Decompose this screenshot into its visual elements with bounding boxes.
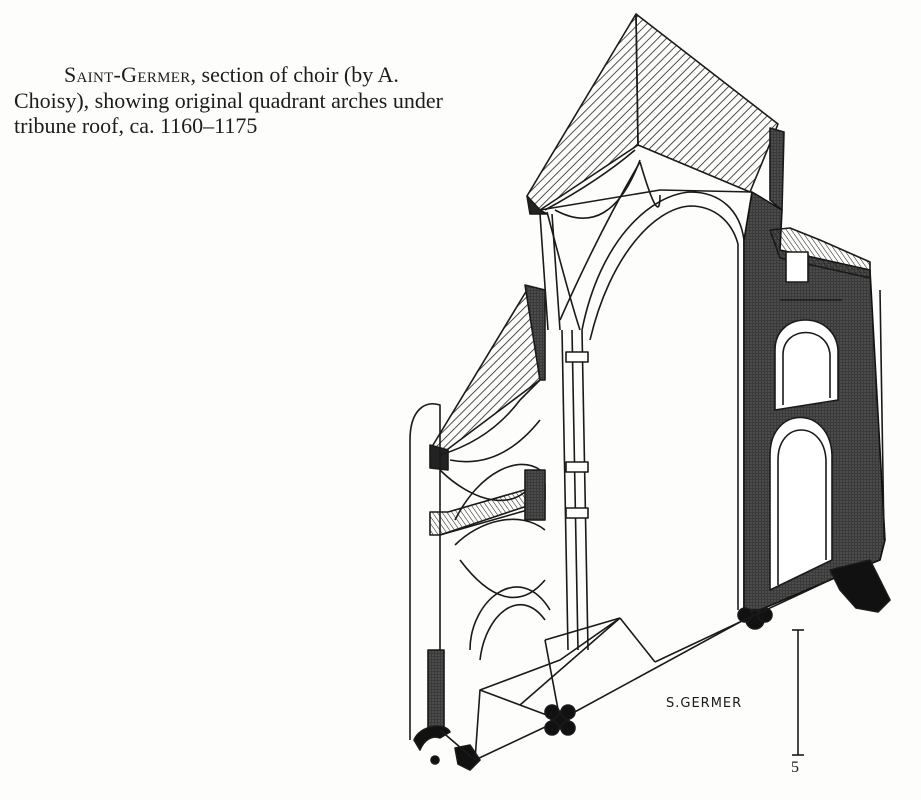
- ground-pier: [544, 704, 576, 736]
- scale-value: 5: [791, 759, 799, 776]
- aisle-vaults: [454, 518, 551, 661]
- outer-wall-right: [743, 191, 886, 611]
- scale-bar: [792, 629, 804, 756]
- main-roof: [526, 13, 785, 215]
- caption-line-1: Saint-Germer, section of choir (by A.: [14, 62, 534, 88]
- figure-caption: Saint-Germer, section of choir (by A. Ch…: [14, 62, 534, 139]
- caption-line-2: Choisy), showing original quadrant arche…: [14, 87, 443, 113]
- drawing-label: S.GERMER: [666, 696, 742, 711]
- buttress-right: [737, 559, 891, 630]
- clerestory-arch: [581, 191, 745, 610]
- ground-plan: [439, 579, 831, 761]
- tribune-roof: [429, 284, 546, 471]
- nave-piers: [539, 213, 589, 651]
- caption-line-3: tribune roof, ca. 1160–1175: [14, 113, 258, 138]
- tribune-floor: [429, 469, 546, 536]
- caption-line-1-rest: , section of choir (by A.: [190, 62, 399, 87]
- caption-title: Saint-Germer: [64, 62, 191, 87]
- outer-wall-left: [409, 403, 481, 771]
